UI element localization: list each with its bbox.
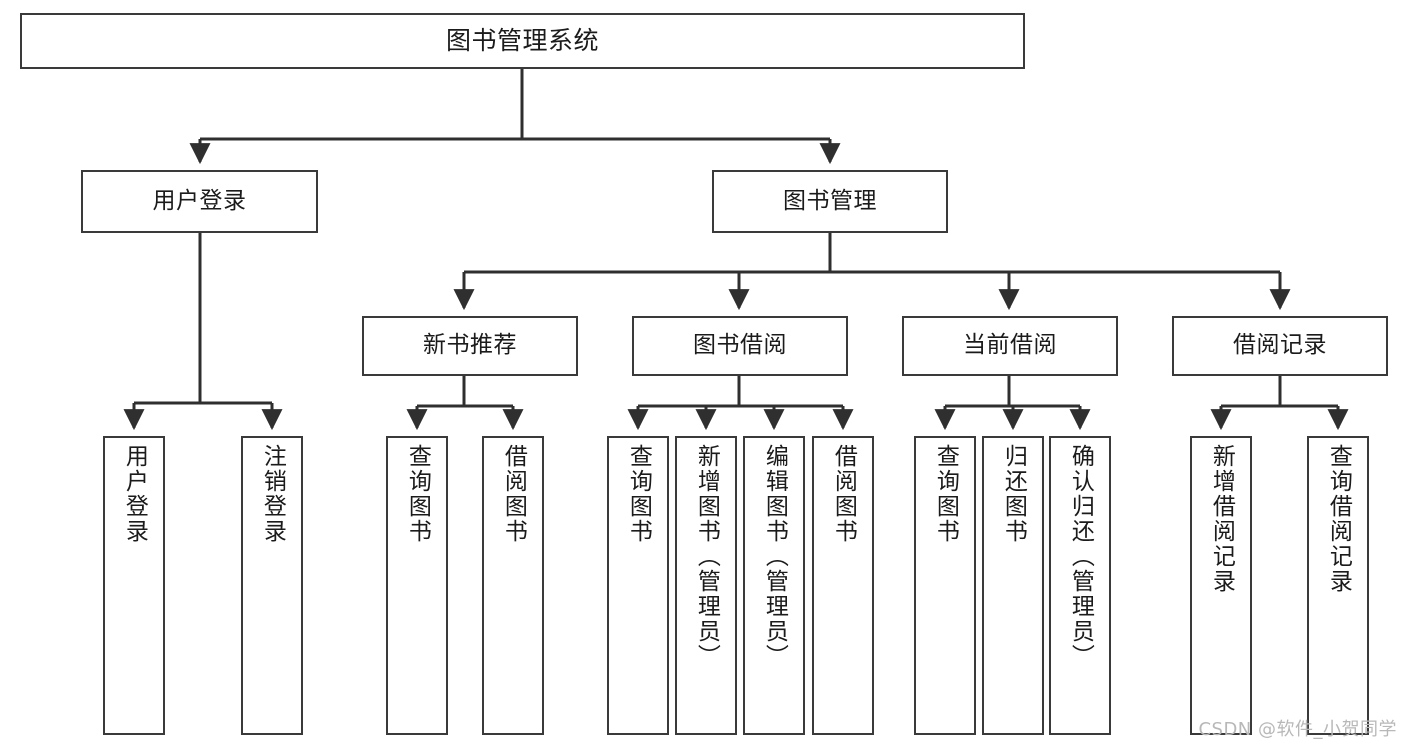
leaf-return-book[interactable]: 归还图书 [982,436,1044,735]
node-label: 借阅图书 [830,444,857,544]
node-label: 查询图书 [404,444,431,544]
node-label: 确认归还（管理员） [1067,444,1094,669]
node-label: 图书管理 [783,187,877,214]
leaf-borrow-book-borrow[interactable]: 借阅图书 [812,436,874,735]
leaf-query-book-borrow[interactable]: 查询图书 [607,436,669,735]
leaf-borrow-book-new-rec[interactable]: 借阅图书 [482,436,544,735]
node-borrow-record[interactable]: 借阅记录 [1172,316,1388,376]
leaf-query-book-current[interactable]: 查询图书 [914,436,976,735]
node-root-book-management-system[interactable]: 图书管理系统 [20,13,1025,69]
node-label: 编辑图书（管理员） [761,444,788,669]
node-label: 图书借阅 [693,332,787,359]
node-label: 用户登录 [152,187,247,214]
leaf-query-borrow-record[interactable]: 查询借阅记录 [1307,436,1369,735]
node-label: 归还图书 [1000,444,1027,544]
node-label: 查询借阅记录 [1325,444,1352,594]
node-label: 查询图书 [932,444,959,544]
node-label: 查询图书 [625,444,652,544]
leaf-add-borrow-record[interactable]: 新增借阅记录 [1190,436,1252,735]
node-label: 当前借阅 [963,332,1057,359]
node-label: 新书推荐 [423,332,517,359]
node-new-book-recommend[interactable]: 新书推荐 [362,316,578,376]
node-current-borrow[interactable]: 当前借阅 [902,316,1118,376]
node-book-borrow[interactable]: 图书借阅 [632,316,848,376]
node-label: 新增图书（管理员） [693,444,720,669]
node-book-management[interactable]: 图书管理 [712,170,948,233]
leaf-edit-book-admin[interactable]: 编辑图书（管理员） [743,436,805,735]
watermark-text: CSDN @软件_小贺同学 [1198,719,1397,740]
node-label: 注销登录 [259,444,286,544]
node-label: 图书管理系统 [445,26,599,56]
node-label: 用户登录 [121,444,148,544]
node-user-login[interactable]: 用户登录 [81,170,318,233]
leaf-add-book-admin[interactable]: 新增图书（管理员） [675,436,737,735]
leaf-query-book-new-rec[interactable]: 查询图书 [386,436,448,735]
node-label: 新增借阅记录 [1208,444,1235,594]
node-label: 借阅记录 [1233,332,1327,359]
leaf-user-login[interactable]: 用户登录 [103,436,165,735]
leaf-confirm-return-admin[interactable]: 确认归还（管理员） [1049,436,1111,735]
leaf-user-logout[interactable]: 注销登录 [241,436,303,735]
node-label: 借阅图书 [500,444,527,544]
